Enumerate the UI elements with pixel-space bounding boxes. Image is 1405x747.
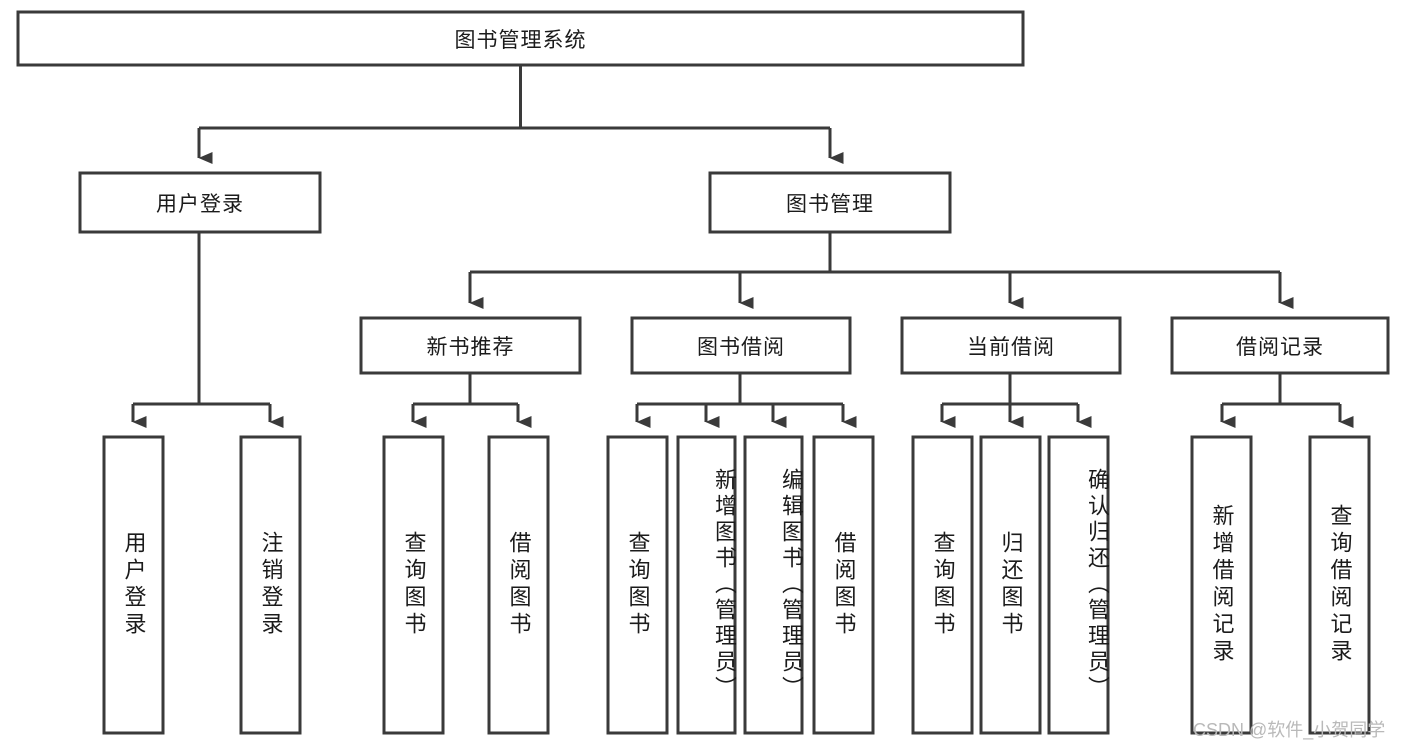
node-book-management[interactable] — [708, 171, 952, 234]
leaf-box-currentborrow-confirm[interactable] — [1047, 435, 1110, 735]
node-borrow-record[interactable] — [1170, 316, 1390, 375]
leaf-box-user-login-logout[interactable] — [239, 435, 302, 735]
connector-newbook-to-leaves — [411, 373, 532, 428]
leaf-box-newbook-borrow[interactable] — [487, 435, 550, 735]
connector-bookmgmt-to-level3 — [468, 232, 1294, 309]
leaf-box-currentborrow-return[interactable] — [979, 435, 1042, 735]
leaf-box-bookborrow-edit[interactable] — [743, 435, 804, 735]
leaf-box-bookborrow-query[interactable] — [606, 435, 669, 735]
node-root-book-management-system[interactable] — [16, 10, 1025, 67]
leaf-box-newbook-query[interactable] — [382, 435, 445, 735]
connector-borrowrecord-to-leaves — [1220, 373, 1354, 428]
leaf-box-bookborrow-add[interactable] — [676, 435, 737, 735]
node-book-borrow[interactable] — [630, 316, 852, 375]
node-user-login[interactable] — [78, 171, 322, 234]
leaf-box-borrowrecord-query[interactable] — [1308, 435, 1371, 735]
node-new-book-recommend[interactable] — [359, 316, 582, 375]
connector-bookborrow-to-leaves — [635, 373, 857, 428]
leaf-box-borrowrecord-add[interactable] — [1190, 435, 1253, 735]
leaf-box-currentborrow-query[interactable] — [911, 435, 974, 735]
connector-root-to-level2 — [197, 65, 844, 164]
connector-userlogin-to-leaves — [131, 232, 284, 428]
leaf-box-bookborrow-borrow[interactable] — [812, 435, 875, 735]
node-current-borrow[interactable] — [900, 316, 1122, 375]
connector-currentborrow-to-leaves — [940, 373, 1092, 428]
leaf-box-user-login-login[interactable] — [102, 435, 165, 735]
